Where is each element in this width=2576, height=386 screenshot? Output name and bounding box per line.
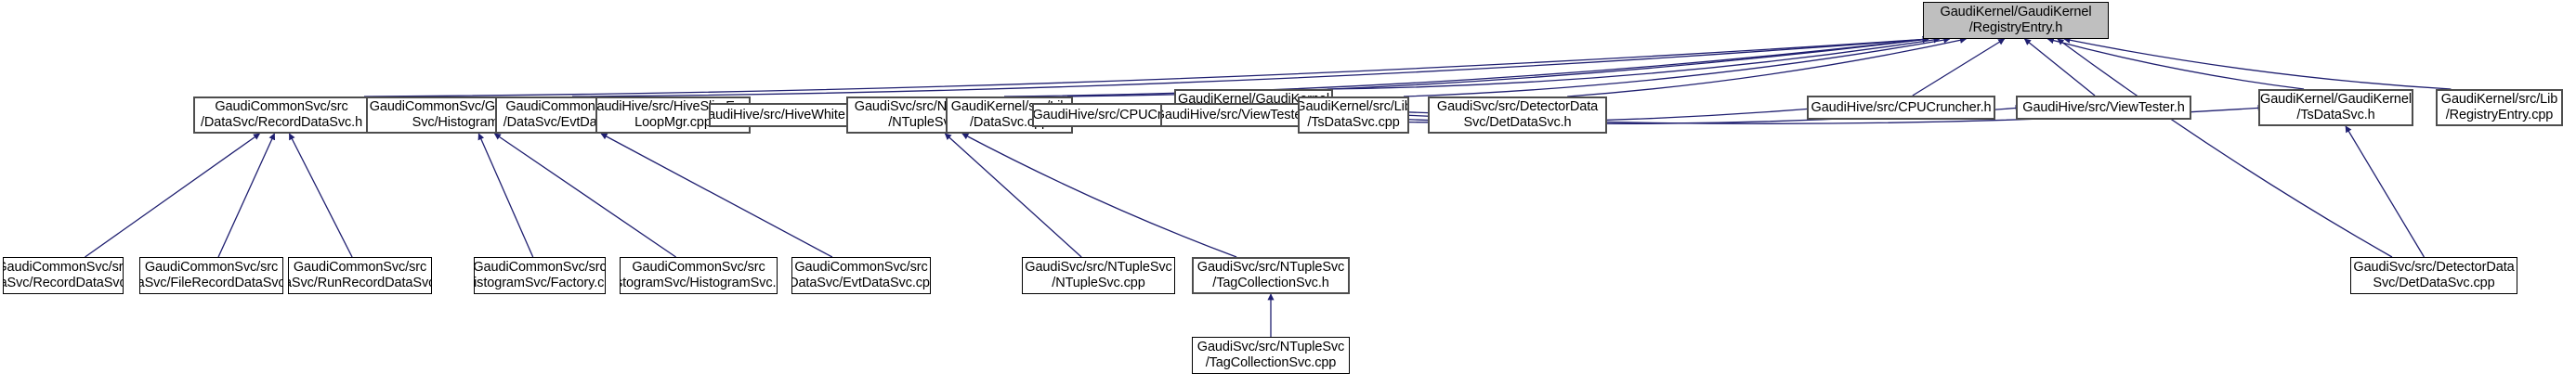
graph-edge (2063, 36, 2452, 90)
graph-edge (477, 133, 534, 258)
graph-node[interactable]: GaudiSvc/src/NTupleSvc /NTupleSvc.cpp (1022, 257, 1175, 294)
graph-node[interactable]: GaudiCommonSvc/src /DataSvc/FileRecordDa… (139, 257, 283, 294)
graph-node[interactable]: GaudiHive/src/ViewTester.h (2016, 96, 2191, 120)
graph-node[interactable]: GaudiCommonSvc/src /DataSvc/RecordDataSv… (193, 96, 370, 134)
graph-edge (85, 133, 261, 258)
graph-edge (2345, 125, 2426, 258)
graph-node[interactable]: GaudiKernel/GaudiKernel /RegistryEntry.h (1923, 2, 2109, 39)
graph-node[interactable]: GaudiKernel/GaudiKernel /TsDataSvc.h (2258, 89, 2413, 126)
graph-edge (944, 133, 1082, 258)
graph-node[interactable]: GaudiSvc/src/NTupleSvc /TagCollectionSvc… (1192, 257, 1350, 294)
graph-edge (288, 133, 353, 258)
graph-edge (1403, 36, 1951, 97)
graph-edge (217, 133, 276, 258)
graph-edge (2023, 38, 2096, 96)
graph-node[interactable]: GaudiSvc/src/DetectorData Svc/DetDataSvc… (2350, 257, 2517, 294)
graph-node[interactable]: GaudiCommonSvc/src /DataSvc/RecordDataSv… (3, 257, 124, 294)
graph-edge (1003, 36, 1929, 97)
graph-edge (493, 133, 676, 258)
graph-edge (1066, 36, 1929, 97)
graph-edge (2046, 37, 2305, 90)
graph-node[interactable]: GaudiCommonSvc/src /HistogramSvc/Factory… (474, 257, 606, 294)
graph-node[interactable]: GaudiSvc/src/DetectorData Svc/DetDataSvc… (1428, 96, 1607, 134)
graph-edge (1567, 36, 1968, 97)
graph-edge (600, 133, 833, 258)
graph-node[interactable]: GaudiCommonSvc/src /HistogramSvc/Histogr… (620, 257, 778, 294)
graph-edge (961, 133, 1237, 258)
graph-node[interactable]: GaudiHive/src/ViewTester.cpp (1160, 103, 1325, 127)
graph-edge (571, 35, 1929, 97)
graph-node[interactable]: GaudiKernel/src/Lib /TsDataSvc.cpp (1298, 96, 1409, 134)
graph-node[interactable]: GaudiCommonSvc/src /DataSvc/RunRecordDat… (288, 257, 432, 294)
graph-node[interactable]: GaudiHive/src/CPUCruncher.h (1807, 96, 1995, 120)
graph-edge (1327, 36, 1941, 90)
graph-edge (2057, 38, 2393, 258)
graph-node[interactable]: GaudiCommonSvc/src /DataSvc/EvtDataSvc.c… (791, 257, 931, 294)
graph-node[interactable]: GaudiSvc/src/NTupleSvc /TagCollectionSvc… (1192, 337, 1350, 374)
graph-edge (1912, 38, 2006, 96)
graph-edge (363, 35, 1929, 97)
graph-node[interactable]: GaudiKernel/src/Lib /RegistryEntry.cpp (2436, 89, 2563, 126)
